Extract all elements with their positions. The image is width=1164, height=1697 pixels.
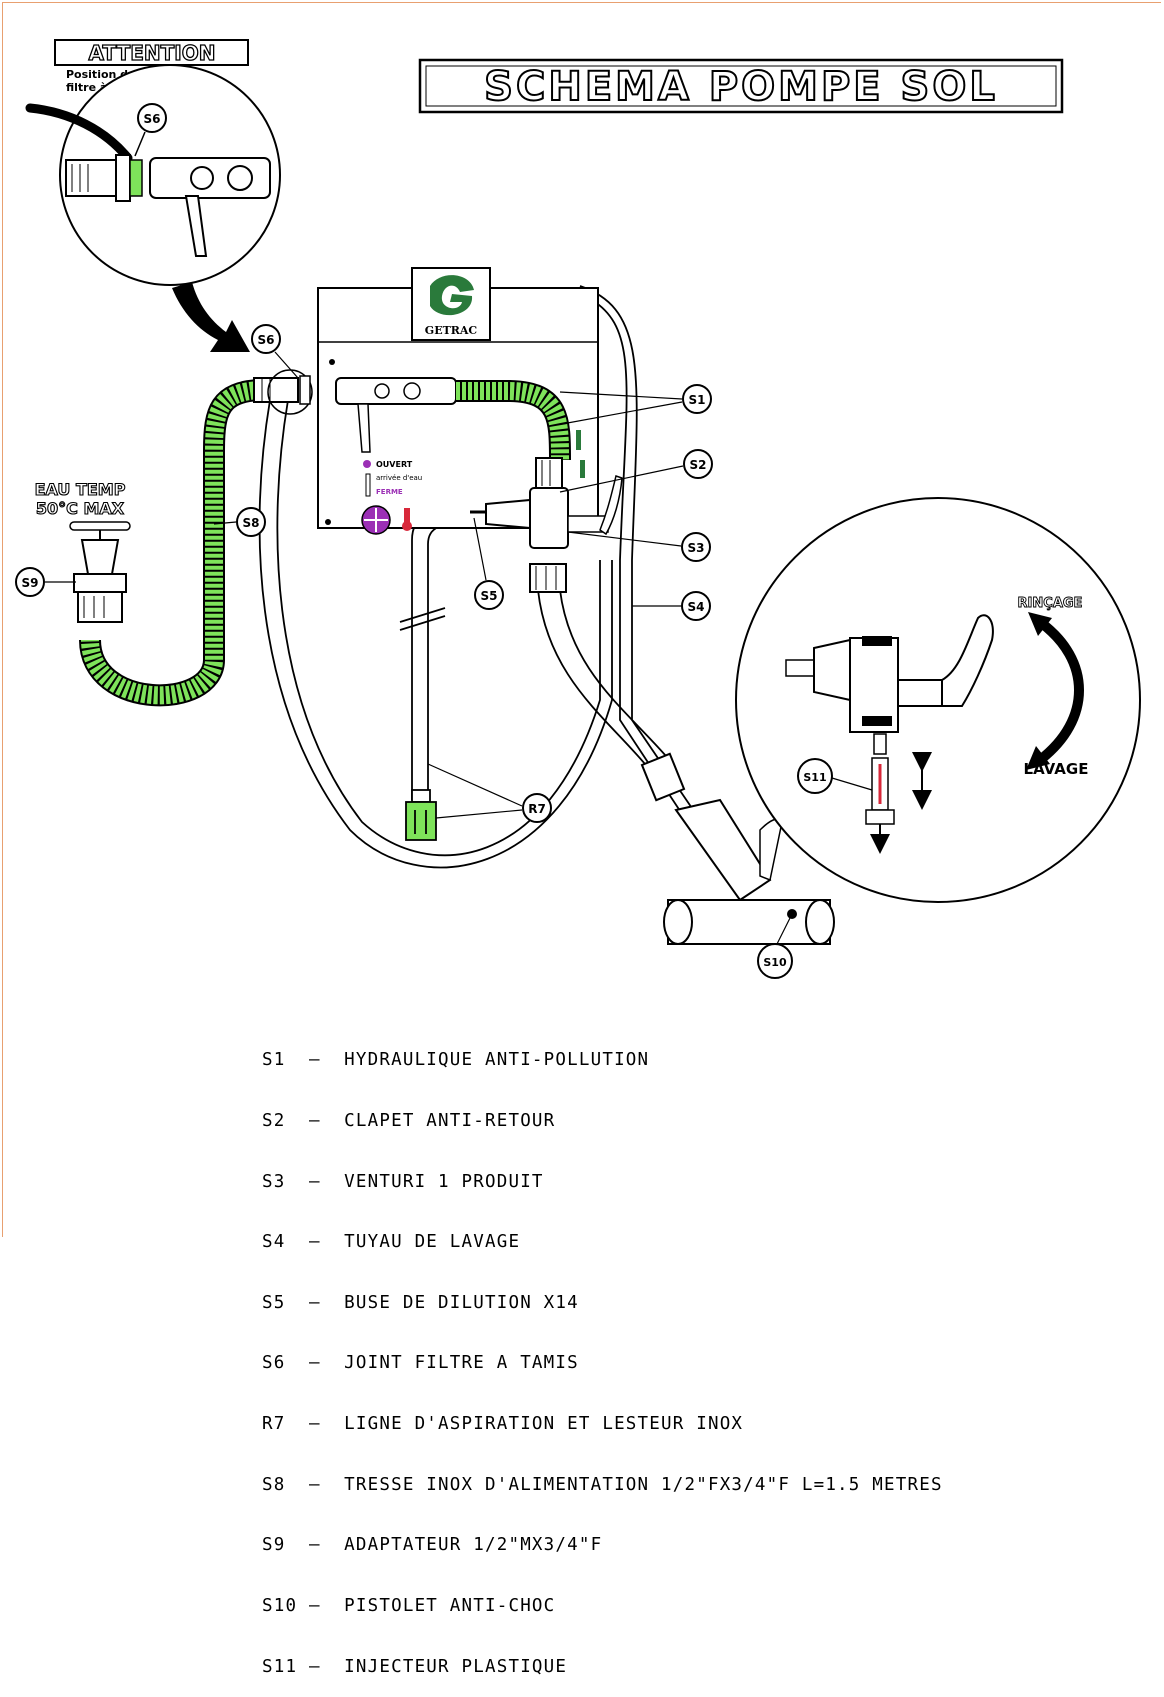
hydraulic-hose-s1 <box>456 380 571 461</box>
inlet-fitting <box>253 369 313 415</box>
page-title: SCHEMA POMPE SOL <box>484 64 998 110</box>
water-temp-line2: 50°C MAX <box>36 499 125 518</box>
callout-s6-marker <box>251 324 281 354</box>
spray-gun <box>640 752 835 945</box>
callout-s1-marker <box>682 384 712 414</box>
callout-s1: S1 <box>689 393 706 407</box>
legend-item: S3 – VENTURI 1 PRODUIT <box>262 1171 544 1192</box>
callout-s9: S9 <box>22 576 39 590</box>
callout-r7: R7 <box>528 802 546 816</box>
pointer-arrow <box>172 282 250 352</box>
callout-s11: S11 <box>803 771 826 784</box>
parts-legend: S1 – HYDRAULIQUE ANTI-POLLUTION S2 – CLA… <box>262 1010 943 1697</box>
pump-panel: GETRAC OUVERT arrivée d'eau FERME <box>317 267 599 535</box>
pump-schematic: SCHEMA POMPE SOL ATTENTION Position du j… <box>15 39 1141 979</box>
label-ferme: FERME <box>376 488 403 496</box>
legend-item: S5 – BUSE DE DILUTION X14 <box>262 1292 579 1313</box>
venturi-assembly <box>470 430 623 593</box>
legend-item: S4 – TUYAU DE LAVAGE <box>262 1232 521 1253</box>
legend-item: S9 – ADAPTATEUR 1/2"MX3/4"F <box>262 1535 603 1556</box>
title-box: SCHEMA POMPE SOL <box>418 58 1064 114</box>
suction-line <box>399 510 471 841</box>
callout-s2: S2 <box>690 458 707 472</box>
callout-s6: S6 <box>258 333 275 347</box>
joint-detail-circle: S6 <box>25 64 281 286</box>
injector-detail-circle: RINÇAGE LAVAGE <box>735 497 1141 903</box>
callout-s10-marker <box>757 943 793 979</box>
legend-item: S2 – CLAPET ANTI-RETOUR <box>262 1111 556 1132</box>
callout-s10: S10 <box>763 956 787 969</box>
legend-item: R7 – LIGNE D'ASPIRATION ET LESTEUR INOX <box>262 1414 744 1435</box>
page-frame <box>2 2 1161 1237</box>
callouts: S1 S2 S3 S4 S5 S6 S8 S9 S10 S11 R7 <box>15 324 873 979</box>
callout-s6-top: S6 <box>144 112 161 126</box>
attention-label: ATTENTION <box>89 41 216 65</box>
callout-s11-marker <box>797 758 833 794</box>
water-temp-line1: EAU TEMP <box>35 480 126 499</box>
callout-s4-marker <box>681 591 711 621</box>
callout-s8: S8 <box>243 516 260 530</box>
venturi-hose <box>537 589 667 771</box>
label-lavage: LAVAGE <box>1024 760 1089 778</box>
legend-item: S1 – HYDRAULIQUE ANTI-POLLUTION <box>262 1050 650 1071</box>
legend-item: S10 – PISTOLET ANTI-CHOC <box>262 1595 556 1616</box>
water-tap <box>69 521 131 623</box>
legend-item: S6 – JOINT FILTRE A TAMIS <box>262 1353 579 1374</box>
braided-hose-s8 <box>79 379 261 707</box>
legend-item: S11 – INJECTEUR PLASTIQUE <box>262 1656 568 1677</box>
label-ouvert: OUVERT <box>376 460 413 469</box>
label-arrivee: arrivée d'eau <box>376 474 422 482</box>
callout-s3: S3 <box>688 541 705 555</box>
callout-s2-marker <box>683 449 713 479</box>
callout-s5-marker <box>474 580 504 610</box>
callout-s3-marker <box>681 532 711 562</box>
logo-text: GETRAC <box>425 324 478 337</box>
label-rincage: RINÇAGE <box>1018 596 1083 611</box>
getrac-logo <box>430 275 474 316</box>
callout-r7-marker <box>522 793 552 823</box>
callout-s5: S5 <box>481 589 498 603</box>
legend-item: S8 – TRESSE INOX D'ALIMENTATION 1/2"FX3/… <box>262 1474 943 1495</box>
callout-s4: S4 <box>688 600 705 614</box>
callout-s8-marker <box>236 507 266 537</box>
callout-s9-marker <box>15 567 45 597</box>
water-temp-label: EAU TEMP 50°C MAX <box>34 479 126 518</box>
